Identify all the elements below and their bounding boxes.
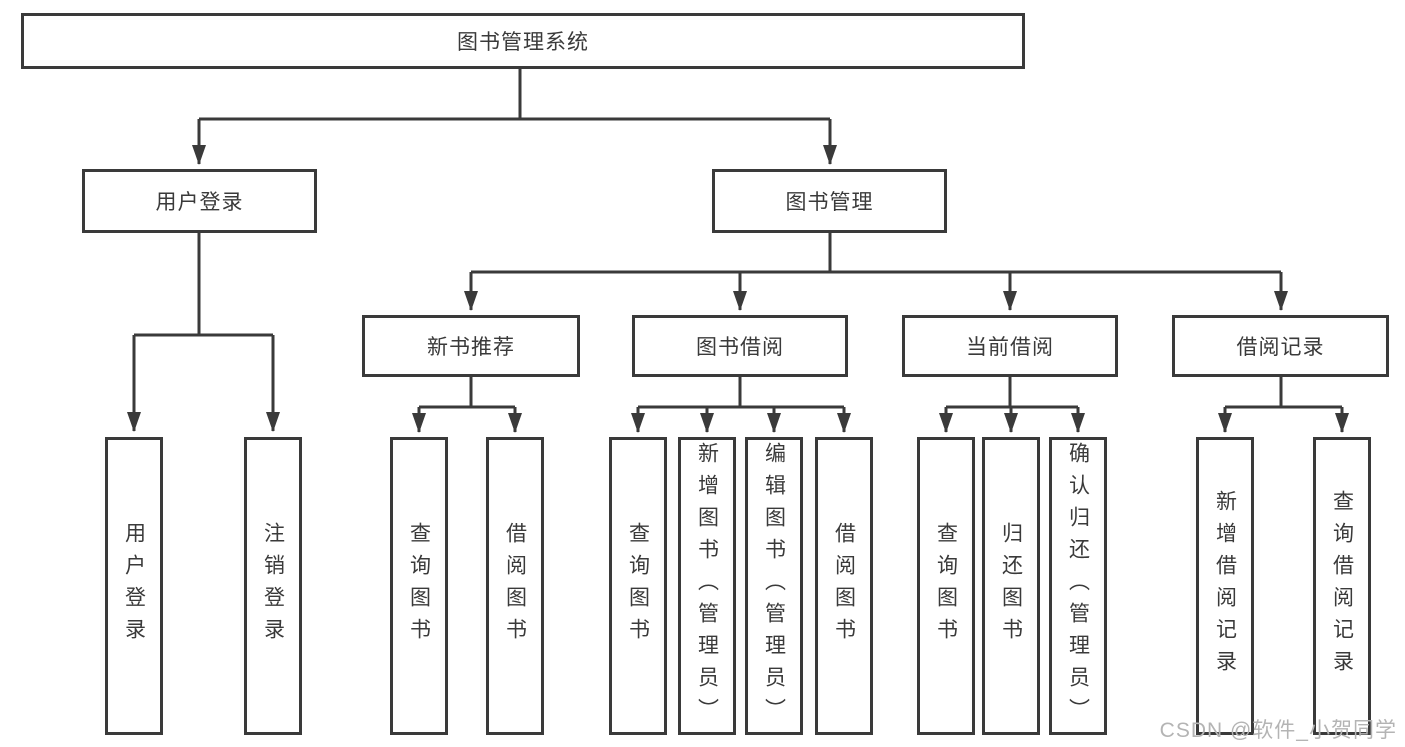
node-book-management-label: 图书管理 bbox=[785, 191, 874, 214]
node-root: 图书管理系统 bbox=[21, 13, 1025, 69]
leaf-borrow-query-books-label: 查询图书 bbox=[626, 522, 650, 650]
node-root-label: 图书管理系统 bbox=[457, 31, 589, 54]
leaf-rec-query-books: 查询图书 bbox=[390, 437, 448, 735]
leaf-current-query-books: 查询图书 bbox=[917, 437, 975, 735]
leaf-rec-borrow-books: 借阅图书 bbox=[486, 437, 544, 735]
node-user-login: 用户登录 bbox=[82, 169, 317, 233]
leaf-borrow-borrow-books-label: 借阅图书 bbox=[832, 522, 856, 650]
leaf-current-confirm-return-admin: 确认归还（管理员） bbox=[1049, 437, 1107, 735]
csdn-watermark: CSDN @软件_小贺同学 bbox=[1159, 719, 1397, 742]
leaf-borrow-add-books-admin-label: 新增图书（管理员） bbox=[695, 442, 719, 730]
node-new-book-recommend: 新书推荐 bbox=[362, 315, 580, 377]
node-user-login-label: 用户登录 bbox=[155, 191, 244, 214]
leaf-records-add-record: 新增借阅记录 bbox=[1196, 437, 1254, 735]
leaf-current-query-books-label: 查询图书 bbox=[934, 522, 958, 650]
leaf-borrow-edit-books-admin: 编辑图书（管理员） bbox=[745, 437, 803, 735]
leaf-borrow-add-books-admin: 新增图书（管理员） bbox=[678, 437, 736, 735]
node-book-management: 图书管理 bbox=[712, 169, 947, 233]
node-borrow-records-label: 借阅记录 bbox=[1236, 336, 1325, 359]
leaf-borrow-borrow-books: 借阅图书 bbox=[815, 437, 873, 735]
node-book-borrow: 图书借阅 bbox=[632, 315, 848, 377]
node-current-borrow-label: 当前借阅 bbox=[966, 336, 1054, 359]
leaf-borrow-edit-books-admin-label: 编辑图书（管理员） bbox=[762, 442, 786, 730]
leaf-records-query-record-label: 查询借阅记录 bbox=[1330, 490, 1354, 682]
leaf-borrow-query-books: 查询图书 bbox=[609, 437, 667, 735]
node-book-borrow-label: 图书借阅 bbox=[696, 336, 784, 359]
leaf-records-add-record-label: 新增借阅记录 bbox=[1213, 490, 1237, 682]
node-borrow-records: 借阅记录 bbox=[1172, 315, 1389, 377]
leaf-logout: 注销登录 bbox=[244, 437, 302, 735]
node-new-book-recommend-label: 新书推荐 bbox=[427, 336, 515, 359]
leaf-records-query-record: 查询借阅记录 bbox=[1313, 437, 1371, 735]
node-current-borrow: 当前借阅 bbox=[902, 315, 1118, 377]
leaf-user-login-label: 用户登录 bbox=[122, 522, 146, 650]
leaf-rec-query-books-label: 查询图书 bbox=[407, 522, 431, 650]
leaf-logout-label: 注销登录 bbox=[261, 522, 285, 650]
leaf-current-return-books-label: 归还图书 bbox=[999, 522, 1023, 650]
leaf-user-login: 用户登录 bbox=[105, 437, 163, 735]
leaf-rec-borrow-books-label: 借阅图书 bbox=[503, 522, 527, 650]
leaf-current-return-books: 归还图书 bbox=[982, 437, 1040, 735]
leaf-current-confirm-return-admin-label: 确认归还（管理员） bbox=[1066, 442, 1090, 730]
